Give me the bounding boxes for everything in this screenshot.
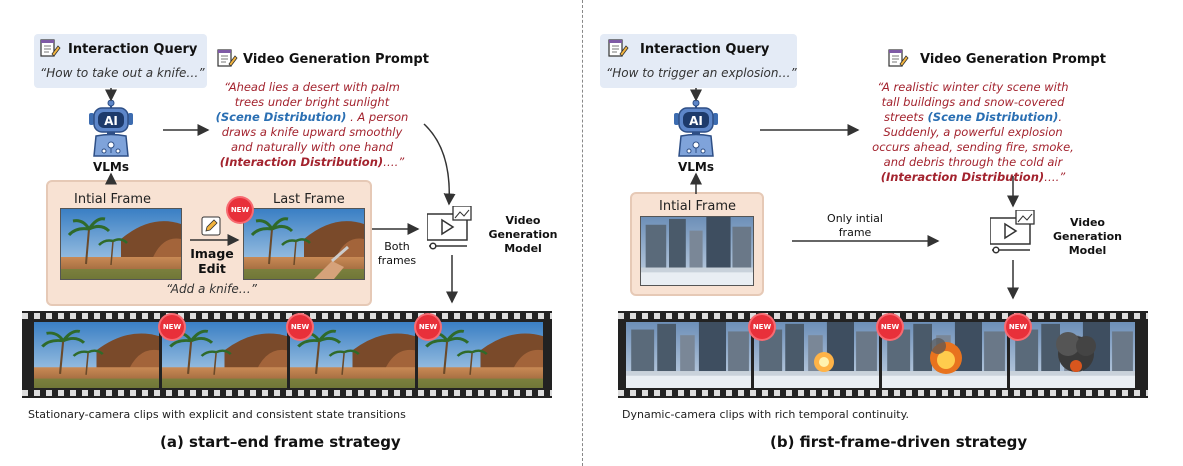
section-divider: [582, 0, 583, 466]
video-frame: [882, 322, 1007, 388]
new-badge-icon: NEW: [416, 315, 440, 339]
interaction-distribution-tag: (Interaction Distribution): [880, 170, 1045, 184]
scene-distribution-tag: (Scene Distribution): [927, 110, 1059, 124]
query-title: Interaction Query: [68, 42, 198, 57]
initial-frame-label: Intial Frame: [659, 199, 736, 214]
video-generation-model-label: Video Generation Model: [488, 214, 558, 255]
strip-caption: Stationary-camera clips with explicit an…: [28, 408, 406, 421]
only-initial-frame-label: Only intial frame: [827, 212, 883, 239]
prompt-title: Video Generation Prompt: [920, 52, 1106, 67]
pencil-edit-icon: [201, 216, 221, 236]
strip-caption: Dynamic-camera clips with rich temporal …: [622, 408, 910, 421]
output-video-strip: NEW NEW NEW: [618, 311, 1148, 398]
query-text: “How to take out a knife…”: [40, 66, 205, 80]
new-badge-icon: NEW: [1006, 315, 1030, 339]
frames-box: Intial Frame Last Frame NEW Image Edit “…: [46, 180, 372, 306]
generation-prompt: “A realistic winter city scene with tall…: [872, 80, 1074, 184]
new-badge-icon: NEW: [288, 315, 312, 339]
last-frame-label: Last Frame: [273, 192, 345, 207]
arrow-prompt-to-model: [423, 123, 456, 206]
output-video-strip: NEW NEW NEW: [22, 311, 552, 398]
video-frame: [754, 322, 879, 388]
new-badge-icon: NEW: [228, 198, 252, 222]
image-edit-label: Image Edit: [190, 246, 234, 276]
initial-frame-label: Intial Frame: [74, 192, 151, 207]
prompt-title: Video Generation Prompt: [243, 52, 429, 67]
interaction-distribution-tag: (Interaction Distribution): [219, 155, 384, 169]
initial-frame-image: [640, 216, 754, 286]
new-badge-icon: NEW: [160, 315, 184, 339]
initial-frame-image: [60, 208, 182, 280]
vlm-label: VLMs: [677, 160, 715, 174]
last-frame-image: [243, 208, 365, 280]
video-generation-model-label: Video Generation Model: [1052, 216, 1123, 257]
video-frame: [1010, 322, 1135, 388]
both-frames-label: Both frames: [377, 240, 417, 267]
strategy-subtitle: (b) first-frame-driven strategy: [770, 433, 1028, 451]
new-badge-icon: NEW: [878, 315, 902, 339]
generation-prompt: “Ahead lies a desert with palm trees und…: [215, 80, 409, 169]
interaction-query-box: Interaction Query “How to take out a kni…: [34, 34, 207, 88]
interaction-query-box: Interaction Query “How to trigger an exp…: [600, 34, 797, 88]
query-title: Interaction Query: [640, 42, 770, 57]
query-text: “How to trigger an explosion…”: [606, 66, 797, 80]
arrow-to-last-frame: [190, 234, 240, 246]
strategy-subtitle: (a) start–end frame strategy: [160, 433, 401, 451]
vlm-label: VLMs: [92, 160, 130, 174]
new-badge-icon: NEW: [750, 315, 774, 339]
edit-text: “Add a knife…”: [166, 282, 257, 296]
scene-distribution-tag: (Scene Distribution): [215, 110, 347, 124]
frames-box: Intial Frame: [630, 192, 764, 296]
